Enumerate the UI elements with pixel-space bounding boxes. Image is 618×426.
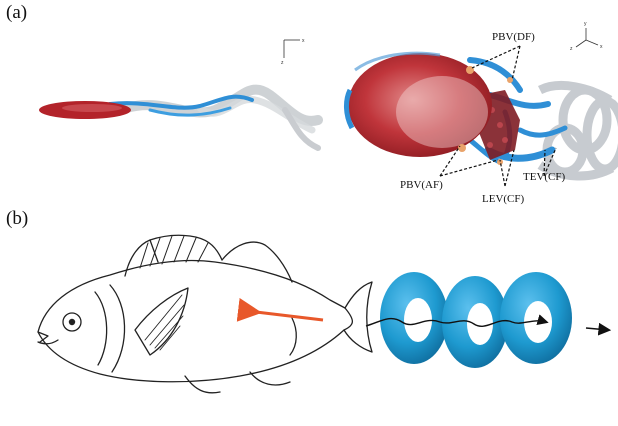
fish-eye xyxy=(63,313,81,331)
fish-line-drawing xyxy=(38,235,372,393)
axis-indicator-left: x z xyxy=(281,38,305,66)
label-pbv-af: PBV(AF) xyxy=(400,179,443,191)
axis-z-label-3d: z xyxy=(570,46,573,52)
swim-direction-arrow xyxy=(256,312,323,320)
label-tev-cf: TEV(CF) xyxy=(523,171,566,183)
axis-indicator-right: y x z xyxy=(570,21,603,52)
axis-z-label: z xyxy=(281,60,284,66)
panel-a-right-wake: y x z xyxy=(346,21,618,176)
label-pbv-df: PBV(DF) xyxy=(492,31,535,43)
axis-y-label: y xyxy=(584,21,587,27)
jet-exit-arrow xyxy=(586,328,608,330)
axis-x-label-3d: x xyxy=(600,44,603,50)
vortex-ring-chain xyxy=(366,272,608,368)
axis-x-label: x xyxy=(302,38,305,44)
label-lev-cf: LEV(CF) xyxy=(482,193,525,205)
panel-a-left-wake: x z xyxy=(39,38,318,148)
vortex-ring-3 xyxy=(500,272,572,364)
